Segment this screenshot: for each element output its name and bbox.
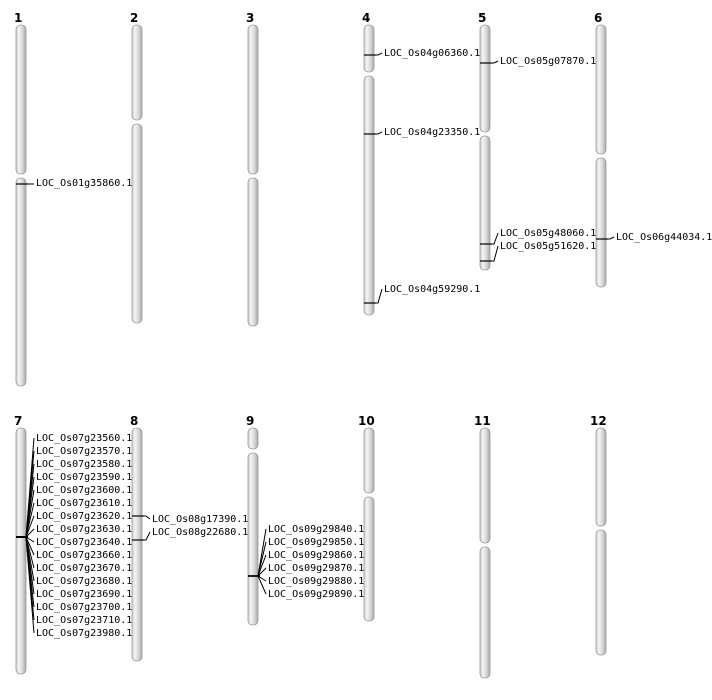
gene-leader-line [608,236,615,240]
gene-leader-line [492,245,499,262]
gene-leader-line [492,232,499,245]
gene-leader-line [144,531,151,541]
gene-label: LOC_Os07g23590.1 [36,472,132,483]
gene-leader-line [376,131,383,135]
gene-label: LOC_Os05g48060.1 [500,228,596,239]
chromosome-6-arm-lower [595,157,607,288]
chromosome-1-number: 1 [14,11,22,25]
chromosome-10-number: 10 [358,414,375,428]
chromosome-6-arm-upper [595,24,607,155]
gene-label: LOC_Os09g29860.1 [268,550,364,561]
chromosome-7-body [15,427,27,675]
chromosome-10-arm-upper [363,427,375,494]
gene-label: LOC_Os07g23620.1 [36,511,132,522]
chromosome-11-arm-lower [479,546,491,679]
chromosome-2-number: 2 [130,11,138,25]
chromosome-2-arm-lower [131,123,143,324]
gene-label: LOC_Os05g07870.1 [500,56,596,67]
gene-leader-line [25,515,35,538]
gene-label: LOC_Os01g35860.1 [36,178,132,189]
gene-leader-line [25,536,35,556]
chromosome-4-arm-upper [363,24,375,73]
chromosome-3-arm-upper [247,24,259,175]
gene-leader-line [376,52,383,56]
gene-leader-line [25,528,35,538]
gene-label: LOC_Os04g59290.1 [384,284,480,295]
gene-leader-line [257,575,267,595]
gene-leader-line [257,541,267,577]
gene-label: LOC_Os09g29870.1 [268,563,364,574]
gene-label: LOC_Os09g29880.1 [268,576,364,587]
chromosome-1-arm-upper [15,24,27,175]
gene-label: LOC_Os06g44034.1 [616,232,712,243]
chromosome-8-body [131,427,143,662]
chromosome-5-number: 5 [478,11,486,25]
gene-leader-line [144,515,151,520]
gene-leader-line [257,575,267,582]
gene-leader-line [376,288,383,304]
gene-label: LOC_Os07g23690.1 [36,589,132,600]
gene-label: LOC_Os07g23610.1 [36,498,132,509]
gene-leader-line [25,536,35,543]
chromosome-2-arm-upper [131,24,143,121]
chromosome-4-arm-lower [363,75,375,316]
gene-label: LOC_Os04g06360.1 [384,48,480,59]
chromosome-8-number: 8 [130,414,138,428]
gene-leader-line [492,60,499,64]
chromosome-12-arm-lower [595,529,607,656]
gene-label: LOC_Os07g23700.1 [36,602,132,613]
chromosome-5-arm-lower [479,135,491,271]
gene-label: LOC_Os09g29890.1 [268,589,364,600]
gene-label: LOC_Os07g23570.1 [36,446,132,457]
chromosome-6-number: 6 [594,11,602,25]
gene-label: LOC_Os07g23560.1 [36,433,132,444]
gene-label: LOC_Os08g17390.1 [152,514,248,525]
gene-label: LOC_Os07g23670.1 [36,563,132,574]
gene-leader-line [257,567,267,577]
chromosome-7-number: 7 [14,414,22,428]
gene-label: LOC_Os07g23640.1 [36,537,132,548]
gene-leader-line [257,554,267,577]
chromosome-12-number: 12 [590,414,607,428]
chromosome-9-number: 9 [246,414,254,428]
gene-label: LOC_Os09g29840.1 [268,524,364,535]
chromosome-4-number: 4 [362,11,370,25]
gene-label: LOC_Os07g23710.1 [36,615,132,626]
chromosome-10-arm-lower [363,496,375,622]
gene-label: LOC_Os05g51620.1 [500,241,596,252]
gene-label: LOC_Os04g23350.1 [384,127,480,138]
gene-label: LOC_Os08g22680.1 [152,527,248,538]
chromosome-3-arm-lower [247,177,259,327]
chromosome-11-number: 11 [474,414,491,428]
gene-label: LOC_Os09g29850.1 [268,537,364,548]
chromosome-1-arm-lower [15,177,27,387]
gene-label: LOC_Os07g23980.1 [36,628,132,639]
gene-label: LOC_Os07g23660.1 [36,550,132,561]
chromosome-9-arm-upper [247,427,259,450]
gene-label: LOC_Os07g23600.1 [36,485,132,496]
gene-label: LOC_Os07g23580.1 [36,459,132,470]
chromosome-11-arm-upper [479,427,491,544]
gene-leader-line [25,502,35,538]
gene-label: LOC_Os07g23630.1 [36,524,132,535]
gene-label: LOC_Os07g23680.1 [36,576,132,587]
gene-leader-line [25,536,35,634]
chromosome-5-arm-upper [479,24,491,133]
chromosome-3-number: 3 [246,11,254,25]
chromosome-9-arm-lower [247,452,259,626]
chromosome-12-arm-upper [595,427,607,527]
